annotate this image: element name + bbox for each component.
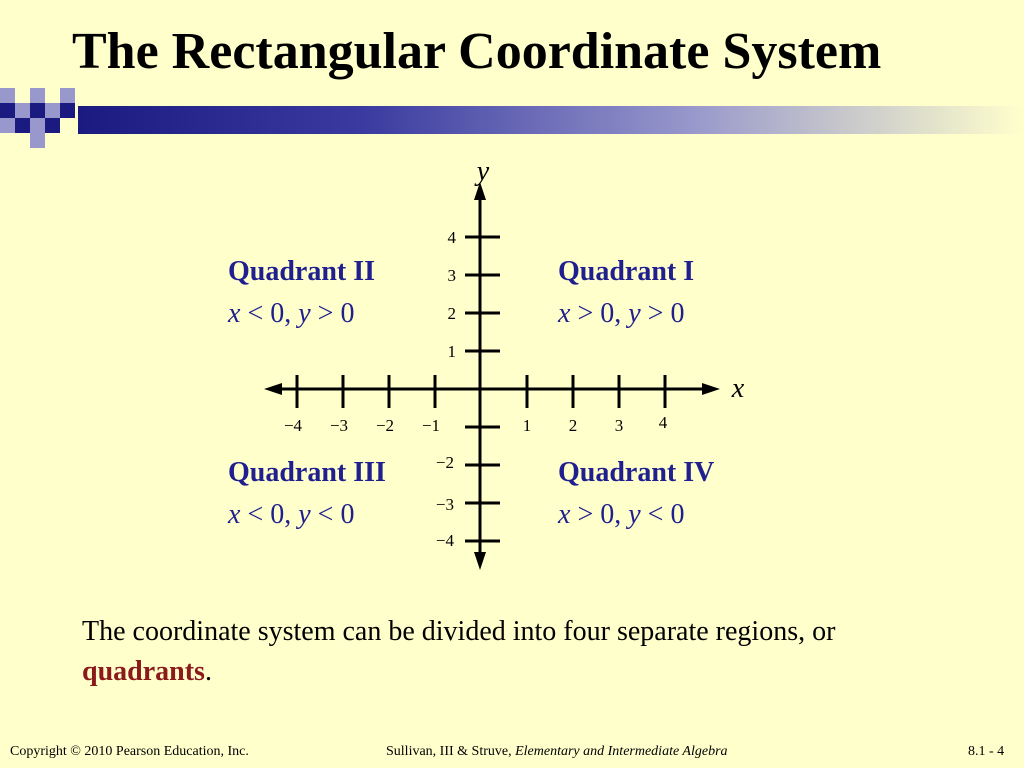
checker-square (30, 103, 45, 118)
var-x: x (558, 298, 571, 329)
x-tick-label: 2 (569, 416, 578, 435)
quadrant-1-condition: x > 0, y > 0 (558, 298, 684, 330)
checker-square (60, 88, 75, 103)
x-tick-label: 1 (523, 416, 532, 435)
y-axis-arrow-down (474, 552, 486, 570)
zero: 0 (270, 499, 285, 530)
checker-square (30, 118, 45, 133)
var-x: x (228, 298, 241, 329)
comma: , (284, 499, 292, 530)
var-y: y (298, 499, 311, 530)
checker-square (45, 103, 60, 118)
zero: 0 (270, 298, 285, 329)
zero: 0 (600, 298, 615, 329)
footer-authors: Sullivan, III & Struve, (386, 744, 516, 759)
y-tick-label: −2 (436, 453, 454, 472)
operator: < (247, 298, 264, 329)
zero: 0 (340, 499, 355, 530)
checker-square (30, 133, 45, 148)
zero: 0 (670, 499, 685, 530)
zero: 0 (600, 499, 615, 530)
body-text-after: . (204, 656, 212, 687)
checker-square (15, 88, 30, 103)
operator: < (247, 499, 264, 530)
operator: > (647, 298, 664, 329)
footer-slide-number: 8.1 - 4 (968, 744, 1005, 759)
quadrant-4-label: Quadrant IV (558, 457, 715, 488)
var-y: y (628, 298, 641, 329)
footer-copyright: Copyright © 2010 Pearson Education, Inc. (10, 744, 249, 759)
zero: 0 (670, 298, 685, 329)
x-axis-arrow-right (702, 383, 720, 395)
quadrant-3-condition: x < 0, y < 0 (228, 499, 354, 531)
comma: , (614, 499, 622, 530)
operator: > (577, 298, 594, 329)
y-axis-arrow-up (474, 182, 486, 200)
header-band (0, 88, 1024, 148)
quadrant-3-label: Quadrant III (228, 457, 386, 488)
zero: 0 (340, 298, 355, 329)
comma: , (614, 298, 622, 329)
x-tick-label: 3 (615, 416, 624, 435)
checker-square (0, 88, 15, 103)
var-y: y (628, 499, 641, 530)
y-tick-label: 4 (448, 228, 457, 247)
operator: > (577, 499, 594, 530)
quadrant-1-label: Quadrant I (558, 256, 695, 287)
quadrant-2-condition: x < 0, y > 0 (228, 298, 354, 330)
x-tick-label: −1 (422, 416, 440, 435)
body-text-before: The coordinate system can be divided int… (82, 616, 836, 647)
checker-square (15, 118, 30, 133)
coordinate-diagram: y x 4 3 2 1 −2 −3 −4 −4 −3 −2 −1 1 2 3 4… (0, 150, 1024, 580)
operator: > (317, 298, 334, 329)
checker-square (15, 103, 30, 118)
var-y: y (298, 298, 311, 329)
checker-square (60, 103, 75, 118)
var-x: x (558, 499, 571, 530)
x-axis-label: x (731, 373, 745, 404)
checker-square (45, 118, 60, 133)
footer-citation: Sullivan, III & Struve, Elementary and I… (386, 744, 728, 760)
y-tick-label: 1 (448, 342, 457, 361)
y-tick-label: 3 (448, 266, 457, 285)
x-tick-label: −2 (376, 416, 394, 435)
x-axis-arrow-left (264, 383, 282, 395)
slide-title: The Rectangular Coordinate System (72, 23, 882, 80)
checker-square (0, 118, 15, 133)
y-tick-label: 2 (448, 304, 457, 323)
gradient-bar (78, 106, 1024, 134)
footer-book-title: Elementary and Intermediate Algebra (515, 744, 728, 759)
x-tick-label: −3 (330, 416, 348, 435)
body-paragraph: The coordinate system can be divided int… (82, 612, 942, 692)
axes-svg: y x 4 3 2 1 −2 −3 −4 −4 −3 −2 −1 1 2 3 4 (264, 156, 745, 570)
x-tick-label: −4 (284, 416, 303, 435)
operator: < (647, 499, 664, 530)
quadrant-4-condition: x > 0, y < 0 (558, 499, 684, 531)
y-axis-label: y (474, 156, 490, 187)
body-keyword: quadrants (82, 656, 205, 687)
var-x: x (228, 499, 241, 530)
comma: , (284, 298, 292, 329)
quadrant-2-label: Quadrant II (228, 256, 376, 287)
checker-square (30, 88, 45, 103)
y-tick-label: −3 (436, 495, 454, 514)
y-tick-label: −4 (436, 531, 455, 550)
operator: < (317, 499, 334, 530)
x-tick-label: 4 (659, 413, 668, 432)
checker-square (0, 103, 15, 118)
